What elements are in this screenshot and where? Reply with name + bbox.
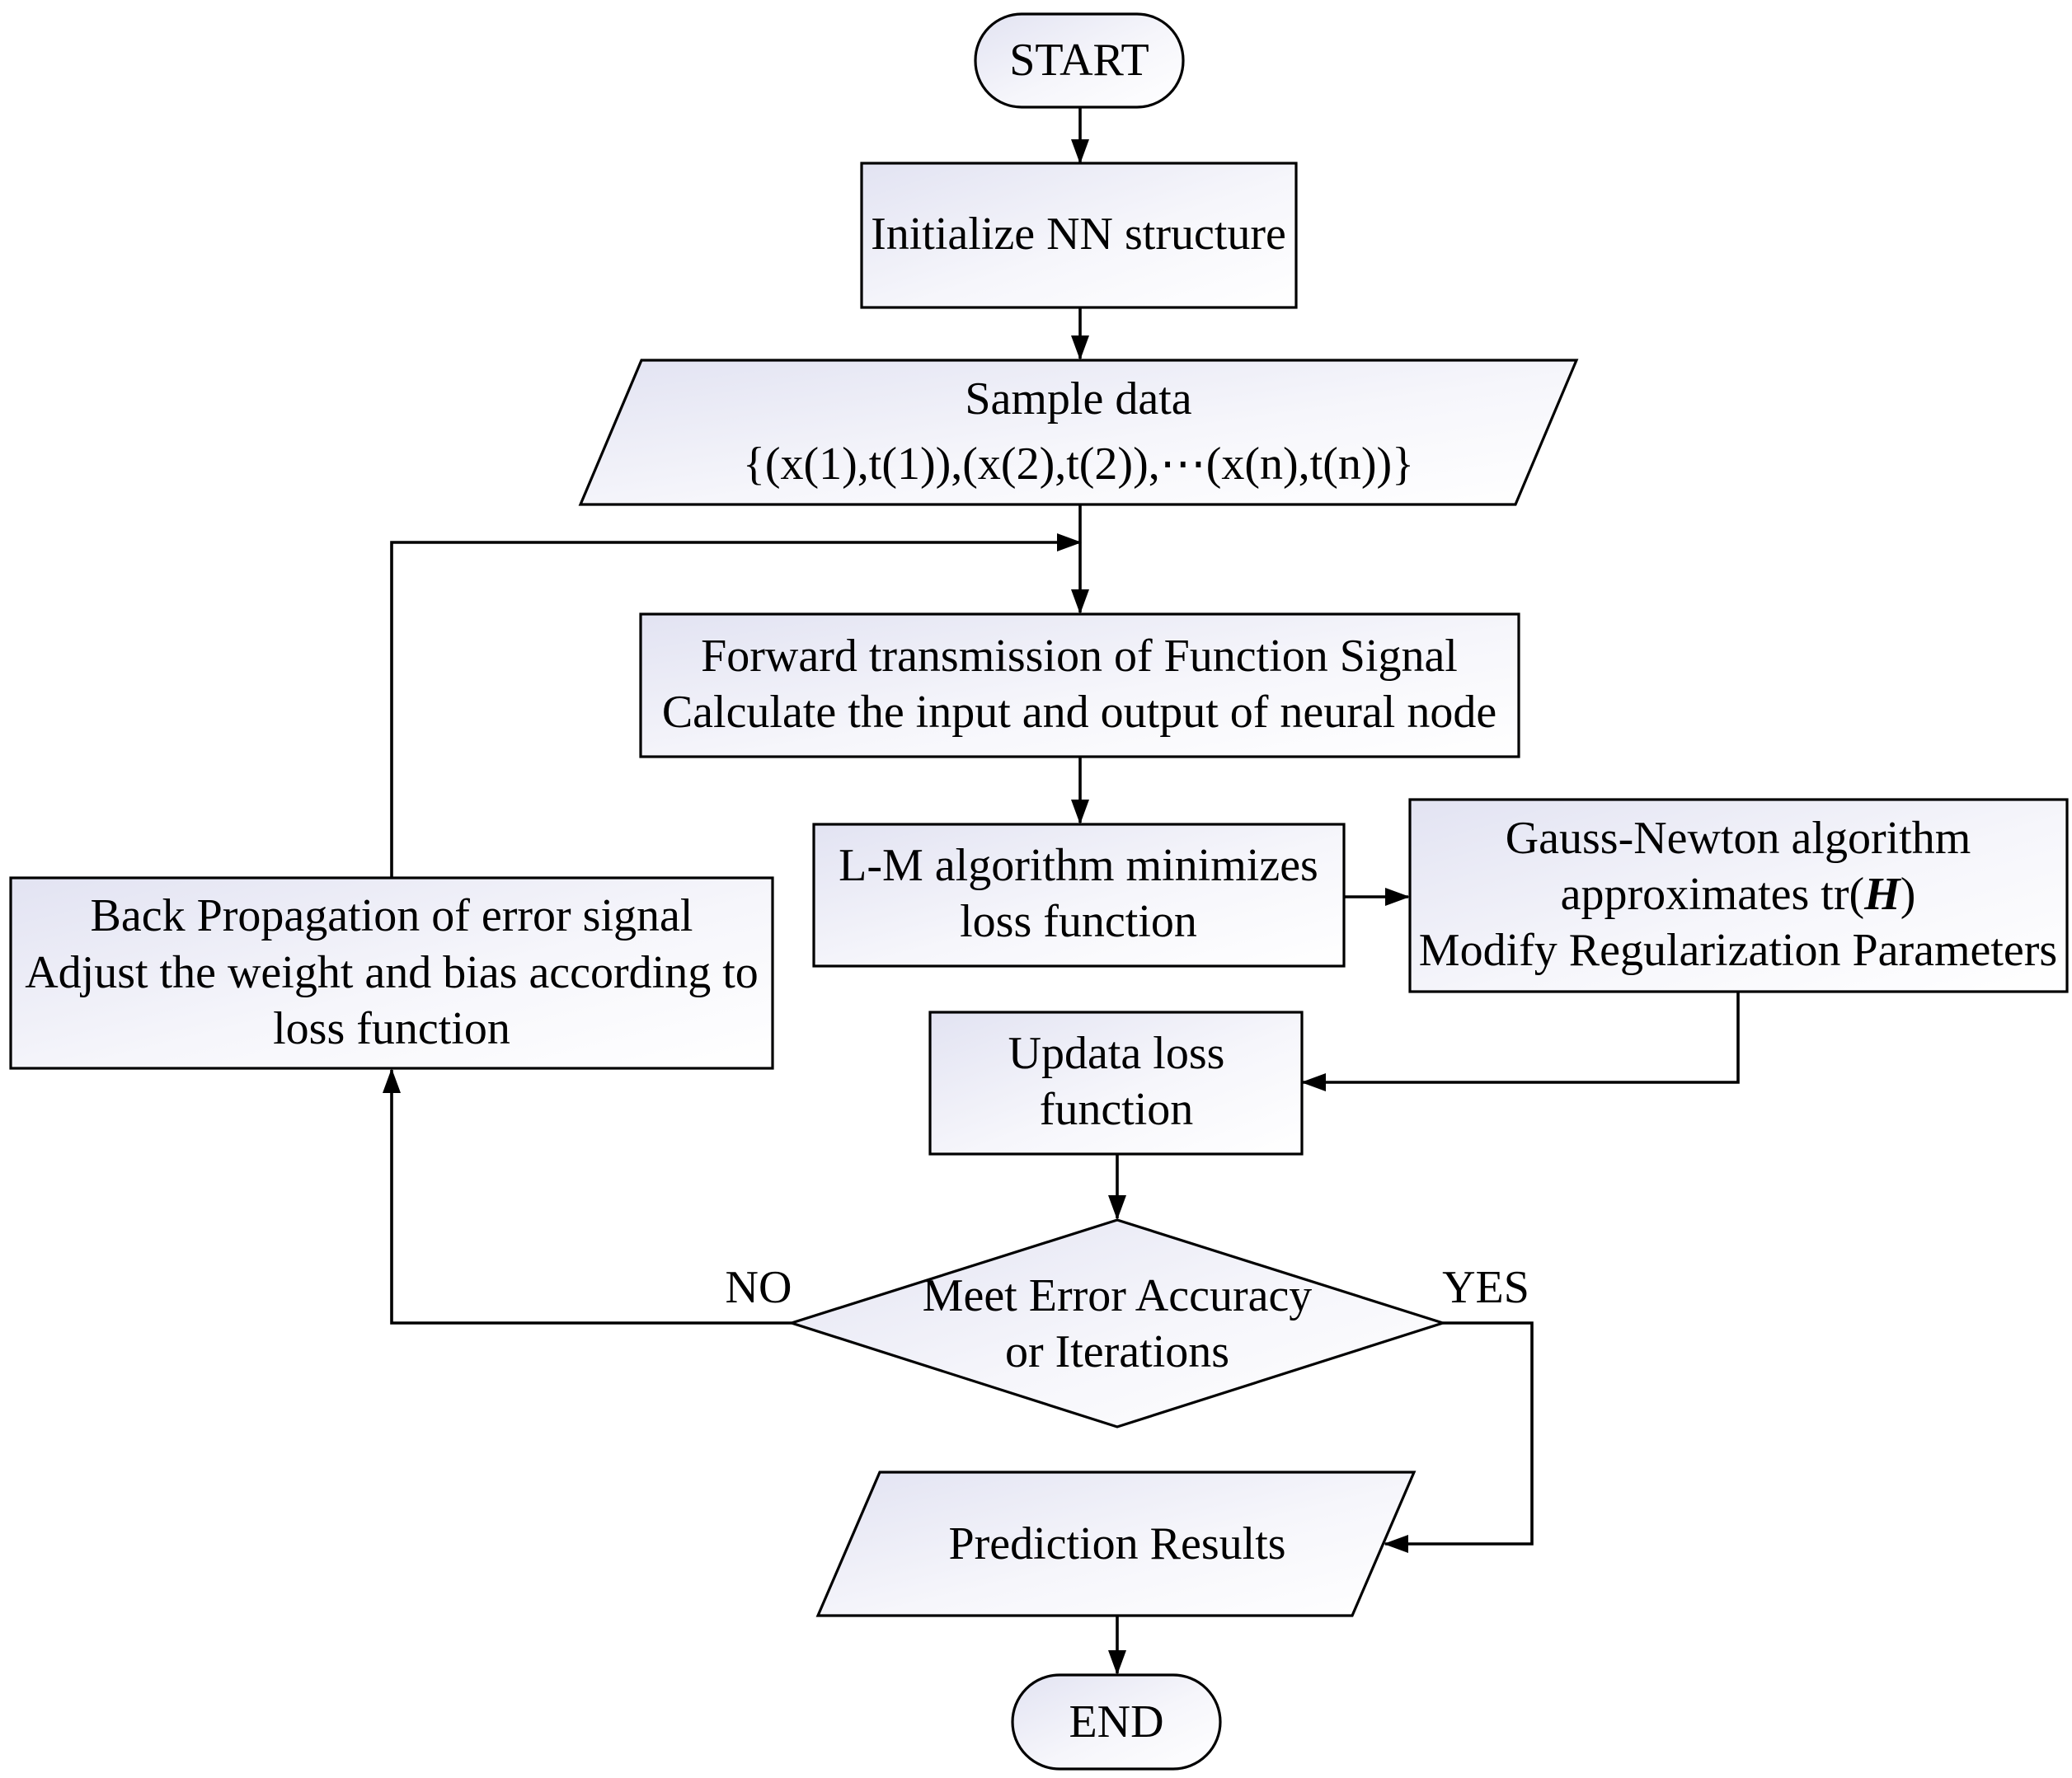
end-label: END	[1069, 1696, 1163, 1748]
lm-algorithm-node: L-M algorithm minimizes loss function	[812, 823, 1346, 968]
start-node: START	[974, 12, 1185, 109]
lm-algorithm-line2: loss function	[960, 896, 1197, 947]
decision-node: Meet Error Accuracy or Iterations	[787, 1218, 1448, 1428]
update-loss-line1: Updata loss	[1008, 1028, 1225, 1079]
back-propagation-line3: loss function	[273, 1003, 510, 1054]
update-loss-line2: function	[1040, 1084, 1194, 1135]
decision-line2: or Iterations	[1005, 1326, 1229, 1377]
lm-algorithm-line1: L-M algorithm minimizes	[839, 840, 1318, 891]
yes-branch-label: YES	[1442, 1262, 1529, 1313]
arrow-back-to-loop-merge	[390, 533, 1082, 878]
sample-data-title: Sample data	[965, 373, 1191, 425]
back-propagation-line1: Back Propagation of error signal	[91, 890, 693, 941]
forward-transmission-line1: Forward transmission of Function Signal	[701, 631, 1458, 682]
start-label: START	[1009, 35, 1149, 86]
gauss-newton-line2-prefix: approximates tr(	[1561, 869, 1865, 920]
arrow-decision-no-to-back	[383, 1068, 792, 1325]
sample-data-node: Sample data {(x(1),t(1)),(x(2),t(2)),⋯(x…	[578, 359, 1579, 506]
forward-transmission-line2: Calculate the input and output of neural…	[662, 687, 1496, 738]
back-propagation-line2: Adjust the weight and bias according to	[25, 947, 759, 998]
arrow-gauss-to-update	[1301, 992, 1740, 1091]
sample-data-set: {(x(1),t(1)),(x(2),t(2)),⋯(x(n),t(n))}	[743, 439, 1414, 490]
update-loss-node: Updata loss function	[928, 1011, 1304, 1156]
connectors	[383, 107, 1740, 1675]
gauss-newton-line3: Modify Regularization Parameters	[1419, 925, 2057, 976]
prediction-results-node: Prediction Results	[815, 1471, 1417, 1617]
gauss-newton-line2: approximates tr(H)	[1561, 869, 1916, 920]
gauss-newton-line1: Gauss-Newton algorithm	[1506, 813, 1971, 864]
initialize-label: Initialize NN structure	[871, 209, 1286, 260]
gauss-newton-hessian-symbol: H	[1863, 869, 1901, 920]
decision-line1: Meet Error Accuracy	[923, 1270, 1313, 1321]
prediction-results-label: Prediction Results	[948, 1518, 1285, 1569]
gauss-newton-line2-suffix: )	[1901, 869, 1916, 920]
gauss-newton-node: Gauss-Newton algorithm approximates tr(H…	[1408, 798, 2069, 993]
arrow-decision-yes-to-result	[1384, 1321, 1534, 1553]
end-node: END	[1011, 1673, 1222, 1771]
initialize-node: Initialize NN structure	[860, 162, 1298, 309]
no-branch-label: NO	[726, 1262, 792, 1313]
back-propagation-node: Back Propagation of error signal Adjust …	[9, 876, 774, 1070]
forward-transmission-node: Forward transmission of Function Signal …	[639, 612, 1520, 758]
